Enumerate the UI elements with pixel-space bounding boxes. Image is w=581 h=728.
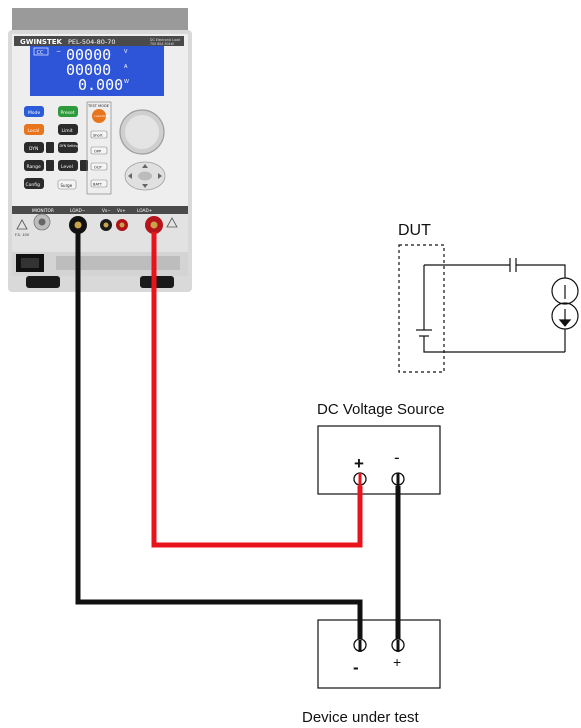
device-under-test-title: Device under test — [302, 709, 420, 726]
device-under-test-box — [318, 620, 440, 688]
limit-button-label: Limit — [62, 128, 73, 134]
foot-right — [140, 276, 174, 288]
batt-button-label: BATT — [93, 183, 103, 187]
load-plus-label: LOAD+ — [137, 208, 153, 214]
local-button-label: Local — [28, 128, 40, 134]
dc-source-box — [318, 426, 440, 494]
lcd-row-power: 0.000 — [78, 76, 123, 94]
vent-grille — [56, 256, 180, 270]
level-button-label: Level — [61, 164, 73, 170]
imonitor-rating: F.S. 10V — [15, 233, 30, 237]
electronic-load-instrument: GWINSTEK PEL-504-80-70 DC Electronic Loa… — [8, 8, 192, 292]
dc-source-plus: + — [354, 454, 364, 473]
bnc-center — [39, 219, 46, 226]
dut-dashed-box — [399, 245, 444, 372]
test-mode-label: TEST MODE — [87, 104, 110, 108]
dut-schematic — [399, 245, 578, 372]
lcd-unit-a: A — [124, 64, 128, 70]
vs-minus-label: Vs− — [102, 208, 111, 214]
vs-plus-label: Vs+ — [117, 208, 126, 214]
dut-box-plus: + — [393, 654, 401, 670]
dc-source-minus: - — [394, 448, 400, 467]
lcd-mode-tag: CC — [37, 50, 44, 56]
power-switch-rocker — [21, 258, 39, 268]
imonitor-label: IMONITOR — [32, 208, 54, 214]
short-button-label: Short — [93, 134, 103, 138]
dc-source-title: DC Voltage Source — [317, 401, 445, 418]
lcd-unit-v: V — [124, 49, 128, 55]
vs-plus-pin — [120, 223, 125, 228]
dyn-small-key[interactable] — [46, 142, 54, 153]
ocp-button-label: OCP — [94, 166, 102, 170]
model-text: PEL-504-80-70 — [68, 38, 116, 46]
foot-left — [26, 276, 60, 288]
dyn-button-label: DYN — [29, 146, 38, 152]
surge-button-label: Surge — [61, 183, 73, 188]
rotary-knob-face — [125, 115, 159, 149]
dut-bottom-wire — [424, 336, 565, 352]
vs-minus-pin — [104, 223, 109, 228]
preset-button-label: Preset — [61, 110, 75, 116]
load-minus-label: LOAD− — [70, 208, 86, 214]
dut-label: DUT — [398, 222, 431, 239]
lcd-minus-sign: − — [56, 48, 61, 55]
arrow-pad-center[interactable] — [138, 172, 152, 181]
load-onoff-label: Load On/Off — [95, 114, 111, 118]
opp-button-label: OPP — [94, 150, 102, 154]
mode-button-label: Mode — [28, 110, 40, 116]
range-button-label: Range — [27, 164, 41, 170]
load-minus-pin — [75, 222, 82, 229]
lcd-unit-w: W — [124, 79, 129, 85]
load-plus-pin — [151, 222, 158, 229]
range-small-key[interactable] — [46, 160, 54, 171]
subtitle-line2: 70V 80A 504W — [150, 42, 175, 46]
dut-box-minus: - — [353, 658, 359, 677]
config-button-label: Config — [26, 182, 41, 188]
dut-top-wire-right — [516, 265, 565, 278]
dyn-setting-label: DYN Setting — [60, 144, 79, 148]
brand-text: GWINSTEK — [20, 38, 63, 46]
current-source-arrow-icon — [560, 320, 570, 326]
